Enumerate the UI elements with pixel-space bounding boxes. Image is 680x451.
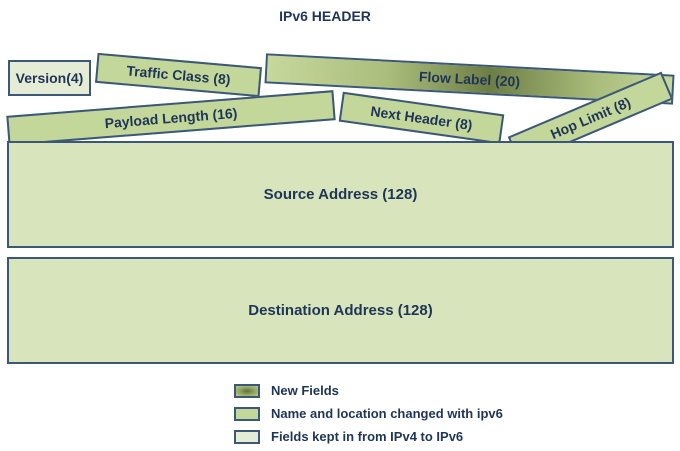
payload-length-label: Payload Length (16) — [104, 104, 238, 132]
payload-length-field: Payload Length (16) — [6, 90, 336, 146]
destination-address-field: Destination Address (128) — [7, 257, 674, 364]
destination-address-label: Destination Address (128) — [248, 302, 433, 319]
legend: New Fields Name and location changed wit… — [234, 379, 503, 448]
new-fields-swatch — [234, 383, 260, 398]
traffic-class-field: Traffic Class (8) — [95, 52, 262, 98]
flow-label-label: Flow Label (20) — [418, 68, 521, 90]
legend-item-new-fields: New Fields — [234, 379, 503, 402]
source-address-field: Source Address (128) — [7, 141, 674, 248]
next-header-field: Next Header (8) — [338, 91, 505, 145]
diagram-title: IPv6 HEADER — [279, 8, 371, 24]
legend-label-new-fields: New Fields — [271, 383, 339, 398]
source-address-label: Source Address (128) — [263, 186, 418, 203]
legend-item-changed: Name and location changed with ipv6 — [234, 402, 503, 425]
version-label: Version(4) — [15, 70, 84, 86]
traffic-class-label: Traffic Class (8) — [125, 62, 232, 88]
version-field: Version(4) — [8, 60, 91, 96]
hop-limit-label: Hop Limit (8) — [547, 93, 633, 143]
legend-label-kept: Fields kept in from IPv4 to IPv6 — [271, 429, 464, 444]
kept-fields-swatch — [234, 429, 260, 444]
next-header-label: Next Header (8) — [369, 102, 474, 134]
changed-fields-swatch — [234, 406, 260, 421]
legend-label-changed: Name and location changed with ipv6 — [271, 406, 503, 421]
legend-item-kept: Fields kept in from IPv4 to IPv6 — [234, 425, 503, 448]
